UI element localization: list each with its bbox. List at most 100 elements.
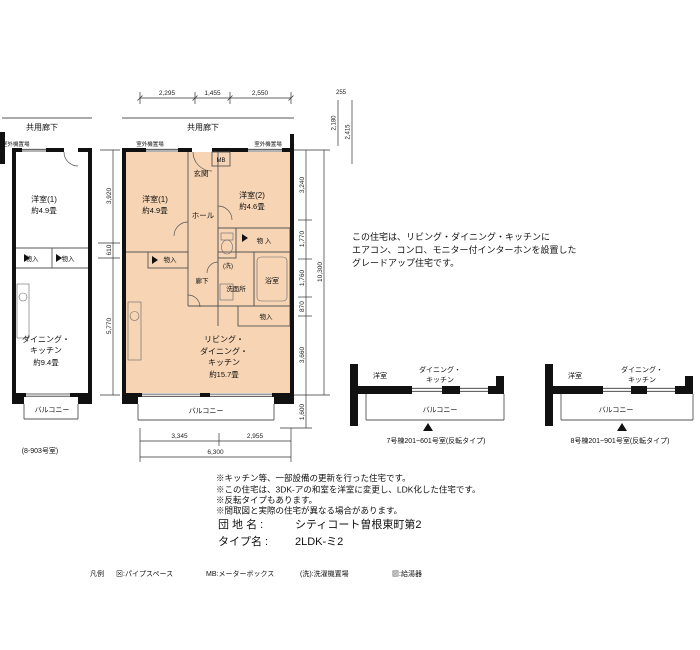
dim-bottom-1: 3,345 <box>171 433 188 440</box>
mini-a-caption: 7号棟201~601号室(反転タイプ) <box>386 436 485 445</box>
left-storage-a-label: 物入 <box>26 254 40 263</box>
dim-right-top-2: 2,415 <box>346 124 352 140</box>
main-room2-label: 洋室(2) <box>239 190 265 200</box>
bathroom-label: 浴室 <box>265 276 279 285</box>
closet-door-marker <box>242 234 248 242</box>
closet-door-marker <box>56 254 62 262</box>
left-dk-line1: ダイニング・ <box>22 334 70 344</box>
legend-item-laundry: (洗):洗濯機置場 <box>300 569 349 578</box>
type-name-value: 2LDK-ミ2 <box>295 536 343 548</box>
left-room1-size: 約4.9畳 <box>31 205 57 215</box>
main-room1-size: 約4.9畳 <box>142 205 168 215</box>
left-storage-b-label: 物入 <box>62 254 76 263</box>
dim-left-3: 5,770 <box>106 317 113 334</box>
left-edge-wall <box>0 132 5 164</box>
hallway-label: 廊下 <box>196 276 210 285</box>
ldk-line1: リビング・ <box>204 334 244 344</box>
toilet-bowl <box>221 239 233 255</box>
main-corridor-label: 共用廊下 <box>187 122 219 132</box>
dim-right-total: 10,300 <box>317 262 324 282</box>
legend-item-pipe-space: ⊠:パイプスペース <box>116 570 173 578</box>
corridor-area: 共用廊下 共用廊下 室外機置場 室外機置場 室外機置場 <box>0 117 294 164</box>
dim-right-2: 1,770 <box>299 230 306 247</box>
mini-plan-a: 洋室 ダイニング・ キッチン バルコニー 7号棟201~601号室(反転タイプ) <box>350 364 505 445</box>
estate-name-label: 団 地 名 : <box>218 517 263 531</box>
legend-item-meter-box: MB:メーターボックス <box>206 569 274 578</box>
dim-top-2: 1,455 <box>204 90 221 97</box>
dim-right-top-1: 2,180 <box>332 115 338 131</box>
legend-label: 凡例 <box>90 569 104 578</box>
dim-balcony: 1,600 <box>299 403 306 420</box>
dim-left-1: 3,920 <box>106 187 113 204</box>
title-block: 団 地 名 : シティコート曽根東町第2 タイプ名 : 2LDK-ミ2 <box>218 517 421 548</box>
legend-item-water-heater: ▨:給湯器 <box>392 569 422 578</box>
mini-a-pointer-icon <box>423 423 433 431</box>
dim-bottom-2: 2,955 <box>247 433 264 440</box>
legend: 凡例 ⊠:パイプスペース MB:メーターボックス (洗):洗濯機置場 ▨:給湯器 <box>90 569 422 578</box>
dim-right-4: 870 <box>299 301 306 312</box>
note-line-4: ※間取図と実際の住宅が異なる場合があります。 <box>216 506 402 516</box>
meter-box-label: MB <box>217 158 226 164</box>
mini-b-dk2: キッチン <box>628 376 656 384</box>
left-room1-label: 洋室(1) <box>31 194 57 204</box>
dim-top-3: 2,550 <box>252 90 269 97</box>
main-room1-label: 洋室(1) <box>142 194 168 204</box>
description-line-1: この住宅は、リビング・ダイニング・キッチンに <box>352 231 550 242</box>
note-line-2: ※この住宅は、3DK-アの和室を洋室に変更し、LDK化した住宅です。 <box>216 485 481 495</box>
estate-name-value: シティコート曽根東町第2 <box>295 517 421 531</box>
hall-label: ホール <box>192 211 215 220</box>
left-corridor-label: 共用廊下 <box>26 122 58 132</box>
description-block: この住宅は、リビング・ダイニング・キッチンに エアコン、コンロ、モニター付インタ… <box>352 231 576 268</box>
main-room2-size: 約4.6畳 <box>239 201 265 211</box>
left-dk-size: 約9.4畳 <box>33 357 59 367</box>
kitchen-sink <box>129 311 140 321</box>
dim-right-1: 3,240 <box>299 176 306 193</box>
closet-door-marker <box>24 254 30 262</box>
unit-interior <box>126 152 290 393</box>
mini-b-caption: 8号棟201~901号室(反転タイプ) <box>570 436 669 445</box>
ldk-line3: キッチン <box>208 358 240 367</box>
storage-right-mid-label: 物入 <box>260 312 274 321</box>
note-line-1: ※キッチン等、一部設備の更新を行った住宅です。 <box>216 473 411 483</box>
mini-a-dk2: キッチン <box>426 376 454 384</box>
dim-bottom-total: 6,300 <box>207 449 224 456</box>
washroom-label: 洗面所 <box>226 284 246 293</box>
notes-block: ※キッチン等、一部設備の更新を行った住宅です。 ※この住宅は、3DK-アの和室を… <box>216 473 481 516</box>
main-plan: MB 玄関 ホール 洋室(1) 約4.9畳 洋室(2) 約4.6畳 物 入 廊下… <box>122 148 294 421</box>
left-dk-line2: キッチン <box>30 346 62 355</box>
description-line-2: エアコン、コンロ、モニター付インターホンを設置した <box>352 244 576 255</box>
dim-top-1: 2,295 <box>159 90 176 97</box>
left-outdoor-unit-label: 室外機置場 <box>2 140 30 148</box>
dimension-lines: 2,295 1,455 2,550 255 2,180 2,415 3,240 … <box>98 90 353 462</box>
dim-left-2: 610 <box>106 244 113 255</box>
bathtub <box>256 256 288 302</box>
left-balcony-label: バルコニー <box>35 406 70 414</box>
ldk-line2: ダイニング・ <box>200 346 248 356</box>
dim-right-5: 3,660 <box>299 346 306 363</box>
mini-plan-b: 洋室 ダイニング・ キッチン バルコニー 8号棟201~901号室(反転タイプ) <box>545 364 694 445</box>
mini-b-pointer-icon <box>617 423 627 431</box>
main-outdoor-unit-left-label: 室外機置場 <box>136 140 164 148</box>
washbasin <box>219 283 234 301</box>
main-balcony-label: バルコニー <box>189 407 224 415</box>
main-outdoor-unit-right-label: 室外機置場 <box>254 140 282 148</box>
meter-box <box>211 151 231 167</box>
description-line-3: グレードアップ住宅です。 <box>352 257 459 268</box>
left-plan-caption: (8-903号室) <box>22 446 59 455</box>
dim-right-3: 1,760 <box>299 269 306 286</box>
mini-b-dk1: ダイニング・ <box>621 365 663 374</box>
closet-door-marker <box>152 256 158 264</box>
dim-right-top-0: 255 <box>336 90 347 96</box>
note-line-3: ※反転タイプもあります。 <box>216 495 317 505</box>
mini-b-room-label: 洋室 <box>568 371 582 380</box>
kitchen-sink <box>18 292 28 302</box>
mini-a-dk1: ダイニング・ <box>419 365 461 374</box>
laundry-symbol: (洗) <box>223 262 233 270</box>
type-name-label: タイプ名 : <box>218 534 268 548</box>
storage-right-top-label: 物 入 <box>257 236 272 245</box>
kitchen-counter <box>127 301 142 361</box>
mini-a-room-label: 洋室 <box>373 371 387 380</box>
mini-b-balcony-label: バルコニー <box>599 406 634 414</box>
